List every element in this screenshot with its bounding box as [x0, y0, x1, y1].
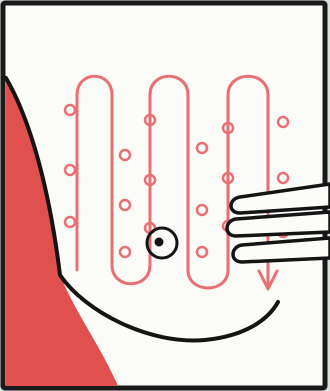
- fingers-hand: [227, 184, 330, 262]
